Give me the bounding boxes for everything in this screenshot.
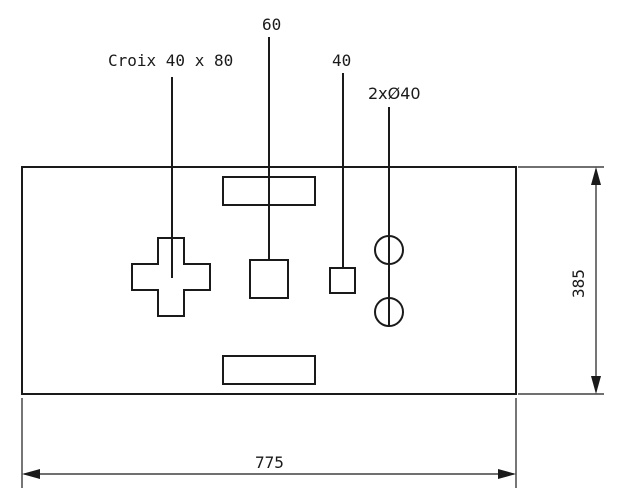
cross-cutout bbox=[131, 237, 211, 317]
square-60-label: 60 bbox=[262, 15, 281, 34]
square-60-cutout bbox=[249, 259, 289, 299]
square-40-label: 40 bbox=[332, 51, 351, 70]
bottom-slot bbox=[222, 355, 316, 385]
width-arrow-left bbox=[22, 469, 40, 479]
width-arrow-right bbox=[498, 469, 516, 479]
cross-label: Croix 40 x 80 bbox=[108, 51, 233, 70]
width-dimension-label: 775 bbox=[255, 453, 284, 472]
height-arrow-bottom bbox=[591, 376, 601, 394]
height-arrow-top bbox=[591, 167, 601, 185]
holes-label: 2xØ40 bbox=[368, 84, 421, 103]
square-40-cutout bbox=[329, 267, 356, 294]
height-dimension-label: 385 bbox=[569, 269, 588, 298]
